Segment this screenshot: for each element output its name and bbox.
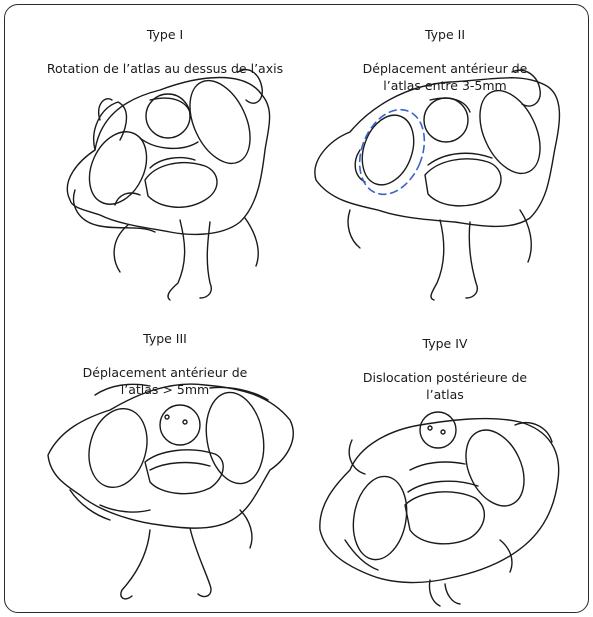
vertebra-sketch-type-2 — [315, 70, 560, 300]
vertebra-sketch-type-4 — [320, 412, 559, 606]
atlas-lateral-mass-left — [81, 402, 156, 494]
atlas-lateral-mass-left — [347, 472, 413, 564]
atlas-lateral-mass-right — [455, 421, 536, 515]
dens — [146, 94, 190, 138]
dens — [160, 405, 200, 445]
atlas-lateral-mass-right — [178, 71, 262, 173]
atlas-lateral-mass-right — [199, 388, 270, 488]
dens — [424, 98, 468, 142]
vertebra-sketch-type-3 — [48, 384, 293, 599]
dens — [420, 412, 456, 448]
vertebra-sketch-type-1 — [67, 70, 269, 300]
